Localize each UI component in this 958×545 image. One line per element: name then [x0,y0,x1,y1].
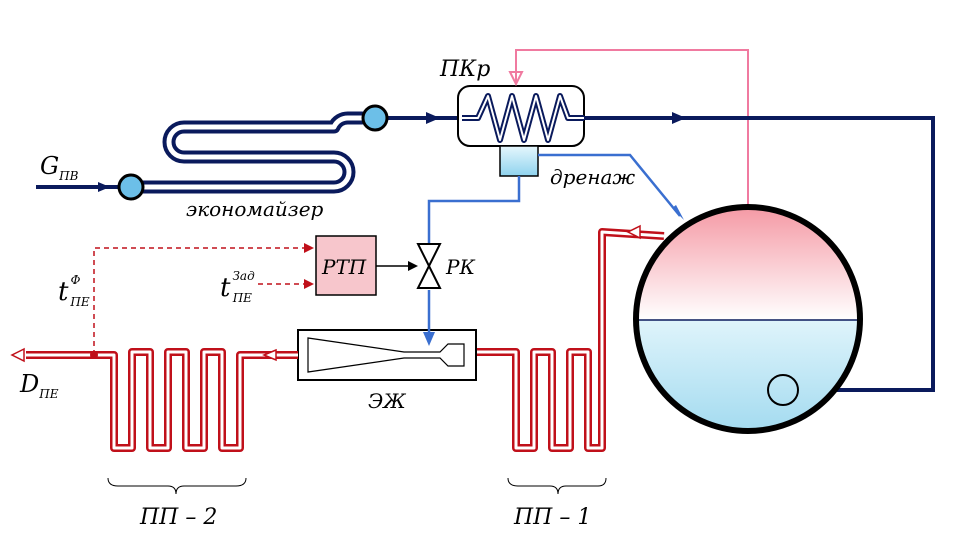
temperature-signal-line [93,247,306,355]
vent-line [515,49,749,210]
desuperheater [457,85,585,147]
superheater-1-label: ПП – 1 [513,505,591,530]
steam-output-label: DПЕ [19,370,59,401]
feedwater-pump-node [117,173,145,201]
superheater-2-coil [10,347,298,452]
drain-label: дренаж [550,165,635,189]
superheater-2-label: ПП – 2 [139,505,217,530]
control-valve [416,243,442,289]
superheater-1-coil [462,224,665,452]
economizer-label: экономайзер [186,197,324,221]
feedwater-label: GПВ [40,152,79,183]
ejector [297,329,477,381]
drain-collector [499,145,539,177]
superheater-2-bracket [107,477,247,495]
economizer-coil [36,111,458,194]
steam-drum [633,204,863,434]
ejector-label: ЭЖ [368,389,406,413]
control-valve-label: РК [445,255,475,279]
drain-to-valve-line [427,176,521,244]
drain-line [538,153,681,217]
desuperheater-label: ПКр [439,57,490,82]
superheater-1-bracket [507,477,607,495]
controller-label: РТП [321,255,367,279]
economizer-outlet-node [361,104,389,132]
